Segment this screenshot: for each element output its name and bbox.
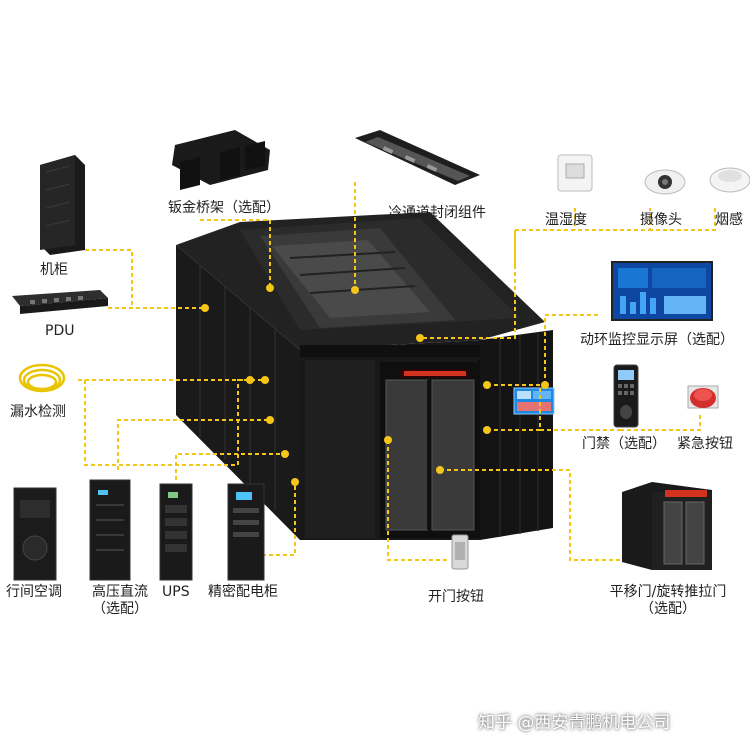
connector-lines: [78, 182, 716, 561]
precision-pdc-image: [227, 483, 265, 581]
label-cold-aisle: 冷通道封闭组件: [388, 205, 486, 221]
label-hvdc-line1: 高压直流: [92, 584, 148, 600]
door-release-button-image: [451, 534, 469, 570]
watermark: 知乎 @西安青鹏机电公司: [478, 713, 671, 733]
label-emergency-button: 紧急按钮: [677, 436, 733, 452]
camera-image: [644, 169, 686, 195]
label-temp-humidity: 温湿度: [545, 212, 587, 228]
label-sliding-door: 平移门/旋转推拉门 （选配）: [588, 584, 748, 618]
label-door-button: 开门按钮: [428, 589, 484, 605]
hvdc-cabinet-image: [89, 479, 131, 581]
label-sliding-door-line2: （选配）: [640, 600, 696, 617]
label-camera: 摄像头: [640, 212, 682, 228]
cabinet-image: [40, 155, 85, 255]
pdu-image: [12, 290, 108, 314]
cable-tray-image: [172, 130, 270, 190]
label-ups: UPS: [162, 584, 190, 600]
label-smoke: 烟感: [715, 212, 743, 228]
cold-aisle-component-image: [355, 130, 480, 185]
sliding-door-image: [622, 482, 712, 570]
label-sliding-door-line1: 平移门/旋转推拉门: [609, 584, 727, 600]
label-leak-detection: 漏水检测: [10, 404, 66, 420]
monitor-display-image: [611, 261, 713, 321]
label-hvdc-line2: （选配）: [92, 600, 148, 617]
data-center-enclosure: [176, 212, 555, 540]
inrow-ac-image: [13, 487, 57, 581]
label-precision-pdc: 精密配电柜: [208, 584, 278, 600]
label-cabinet: 机柜: [40, 262, 68, 278]
label-hvdc: 高压直流 （选配）: [80, 584, 160, 618]
smoke-detector-image: [709, 167, 750, 193]
leak-detection-cable-image: [18, 363, 66, 393]
connector-dots: [201, 284, 549, 486]
access-control-image: [613, 364, 639, 428]
label-monitor-screen: 动环监控显示屏（选配）: [580, 332, 734, 348]
label-cable-tray: 钣金桥架（选配）: [168, 200, 280, 216]
label-inrow-ac: 行间空调: [6, 584, 62, 600]
label-pdu: PDU: [45, 323, 75, 339]
emergency-button-image: [687, 385, 719, 409]
ups-image: [159, 483, 193, 581]
temp-humidity-sensor-image: [557, 154, 593, 192]
label-access-control: 门禁（选配）: [582, 436, 666, 452]
